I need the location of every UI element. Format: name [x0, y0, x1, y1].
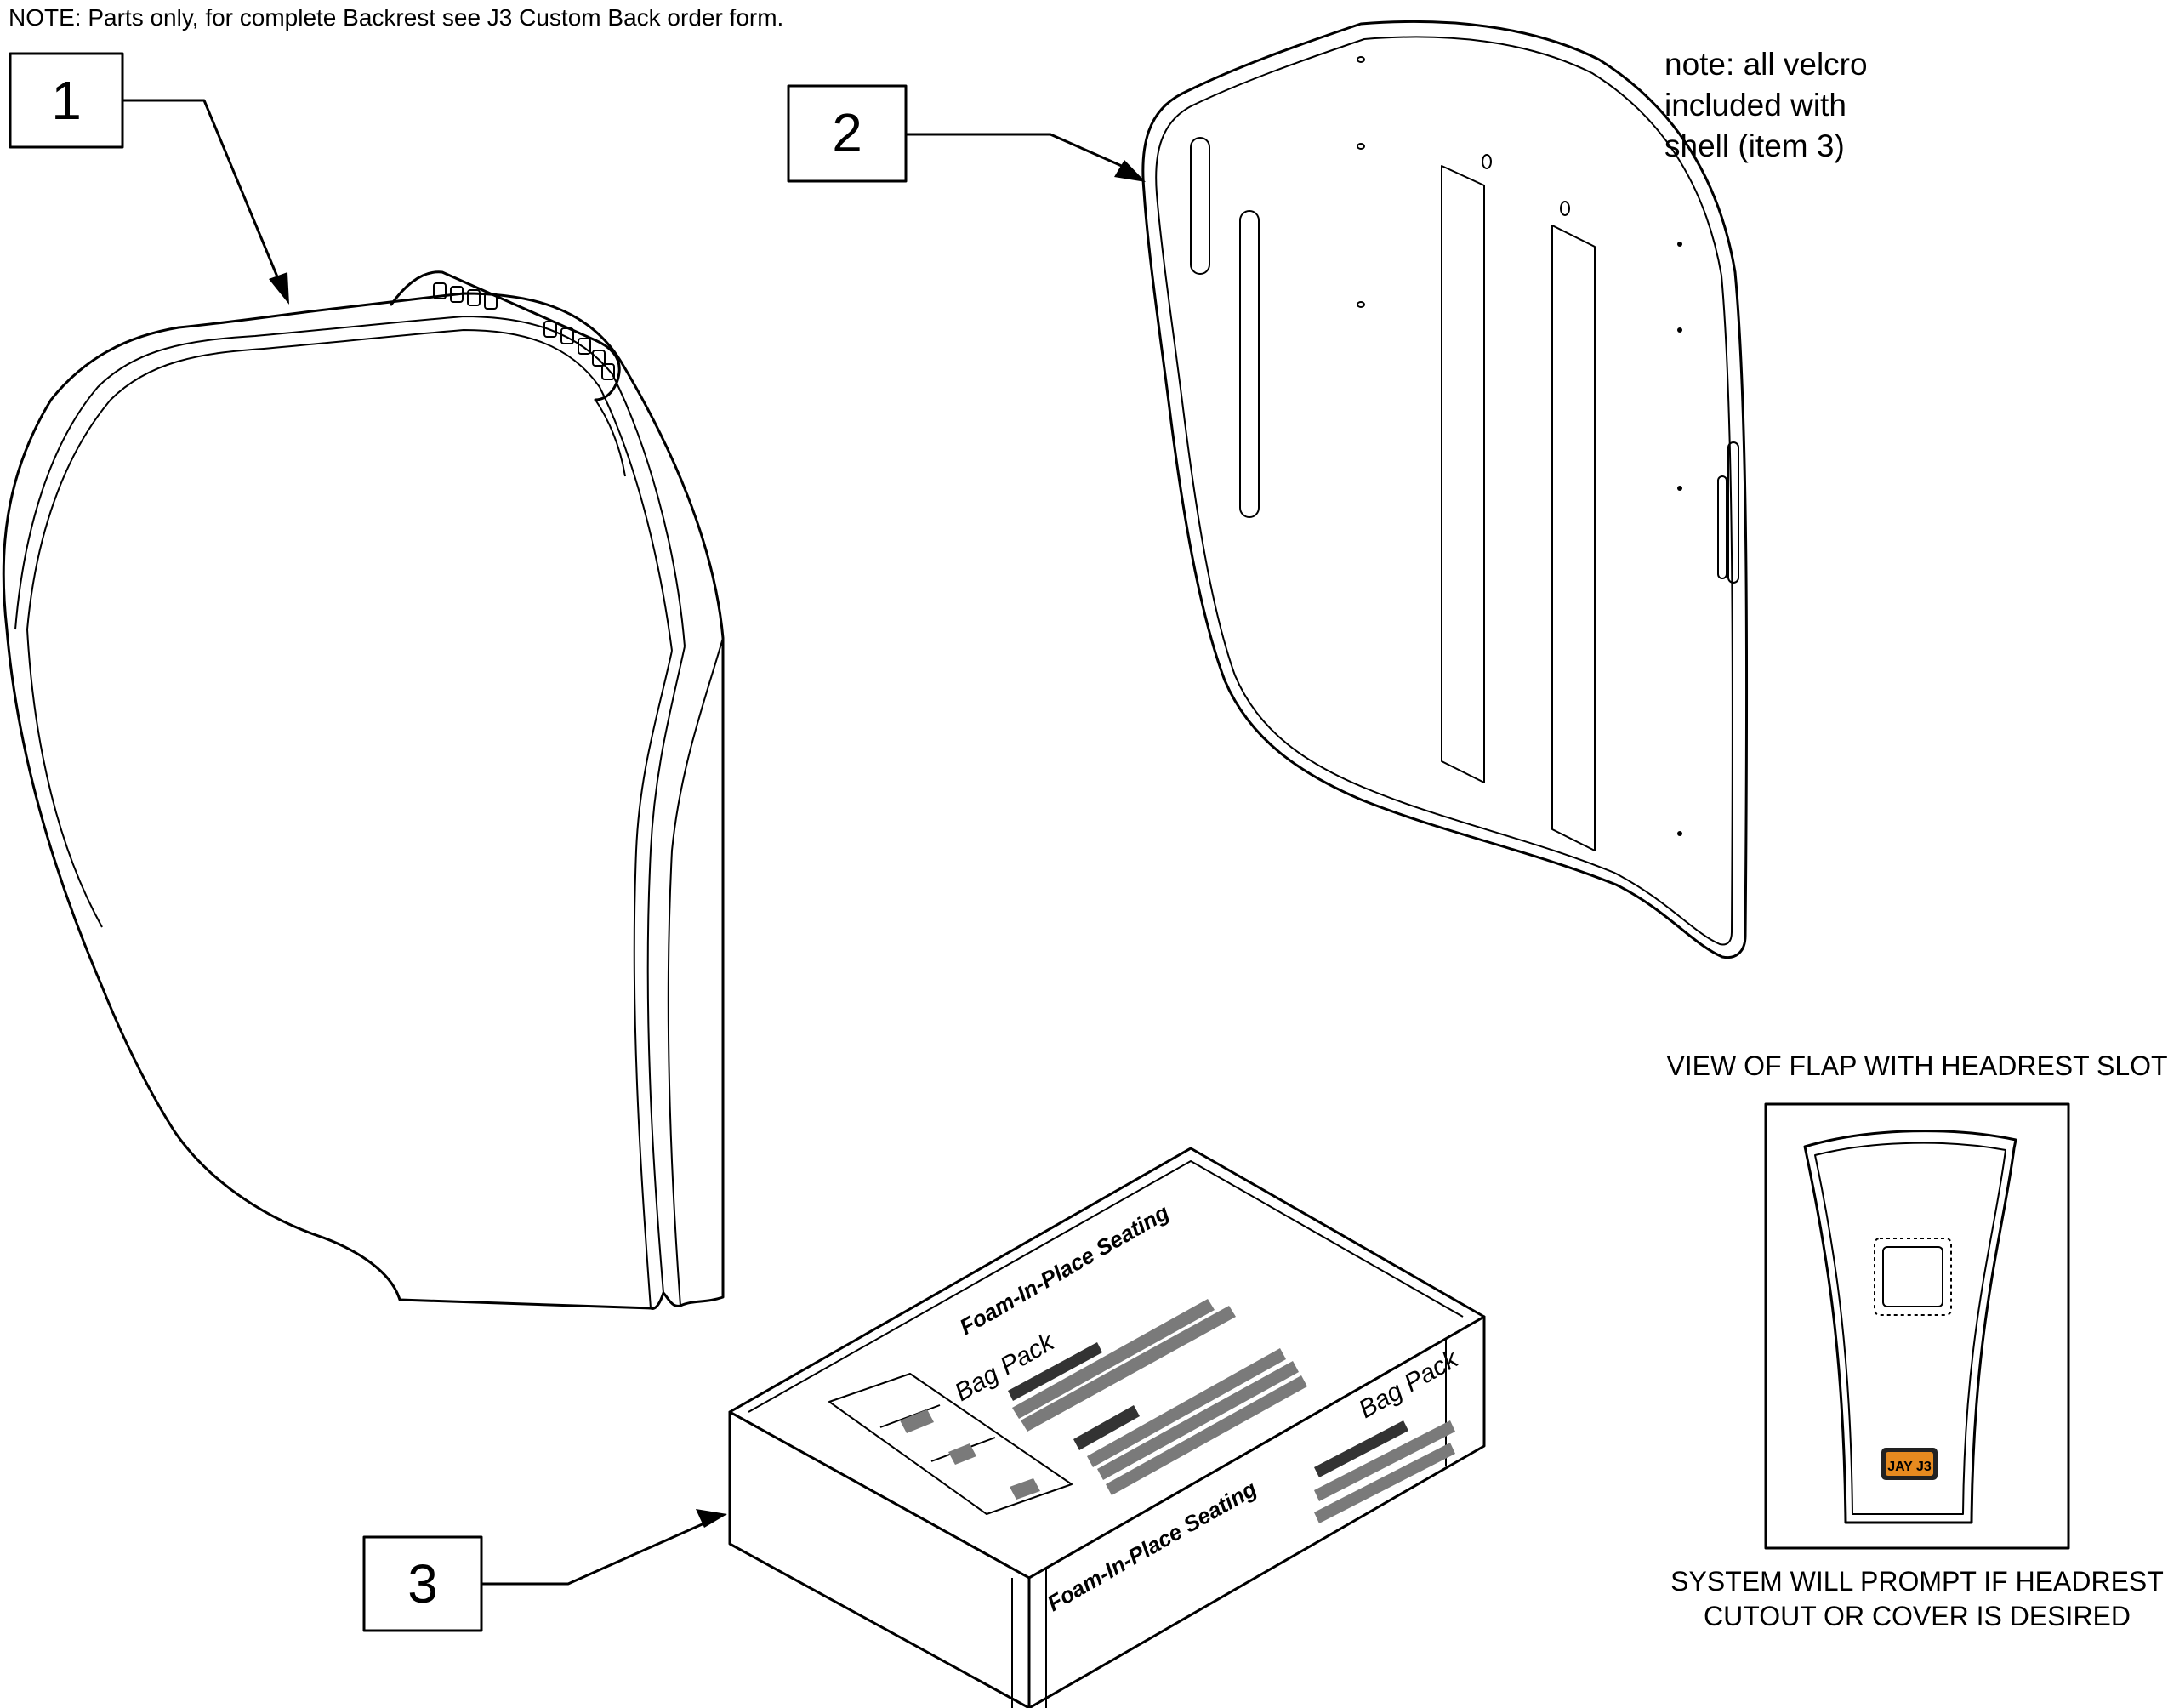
flap-caption-line-2: CUTOUT OR COVER IS DESIRED — [1704, 1601, 2131, 1631]
shell-holes — [1357, 56, 1682, 836]
callout-1: 1 — [9, 52, 289, 305]
back-shell — [1141, 20, 1749, 959]
callout-1-arrowhead — [269, 272, 289, 305]
velcro-note-line-2: included with — [1664, 88, 1846, 122]
callout-3: 3 — [362, 1509, 727, 1632]
callout-1-number: 1 — [51, 70, 82, 131]
flap-view-title: VIEW OF FLAP WITH HEADREST SLOT — [1666, 1050, 2167, 1081]
flap-view: VIEW OF FLAP WITH HEADREST SLOT JAY J3 S… — [1666, 1050, 2167, 1631]
strap-slots — [433, 282, 615, 380]
callout-2-number: 2 — [832, 102, 862, 163]
velcro-note: note: all velcro included with shell (it… — [1664, 47, 1868, 163]
velcro-note-line-1: note: all velcro — [1664, 47, 1868, 82]
headrest-slot — [1874, 1238, 1952, 1316]
logo-text: JAY J3 — [1887, 1460, 1932, 1474]
callout-3-number: 3 — [407, 1553, 438, 1614]
package-box: Foam-In-Place Seating Bag Pack Bag Pack … — [728, 1147, 1486, 1708]
callout-2: 2 — [787, 84, 1146, 183]
backrest-cover — [2, 270, 725, 1310]
velcro-note-line-3: shell (item 3) — [1664, 128, 1845, 163]
header-note: NOTE: Parts only, for complete Backrest … — [9, 4, 783, 31]
callout-3-arrowhead — [696, 1509, 727, 1528]
flap-caption-line-1: SYSTEM WILL PROMPT IF HEADREST — [1670, 1566, 2164, 1597]
callout-2-arrowhead — [1114, 160, 1146, 182]
jay-j3-logo: JAY J3 — [1881, 1448, 1938, 1480]
